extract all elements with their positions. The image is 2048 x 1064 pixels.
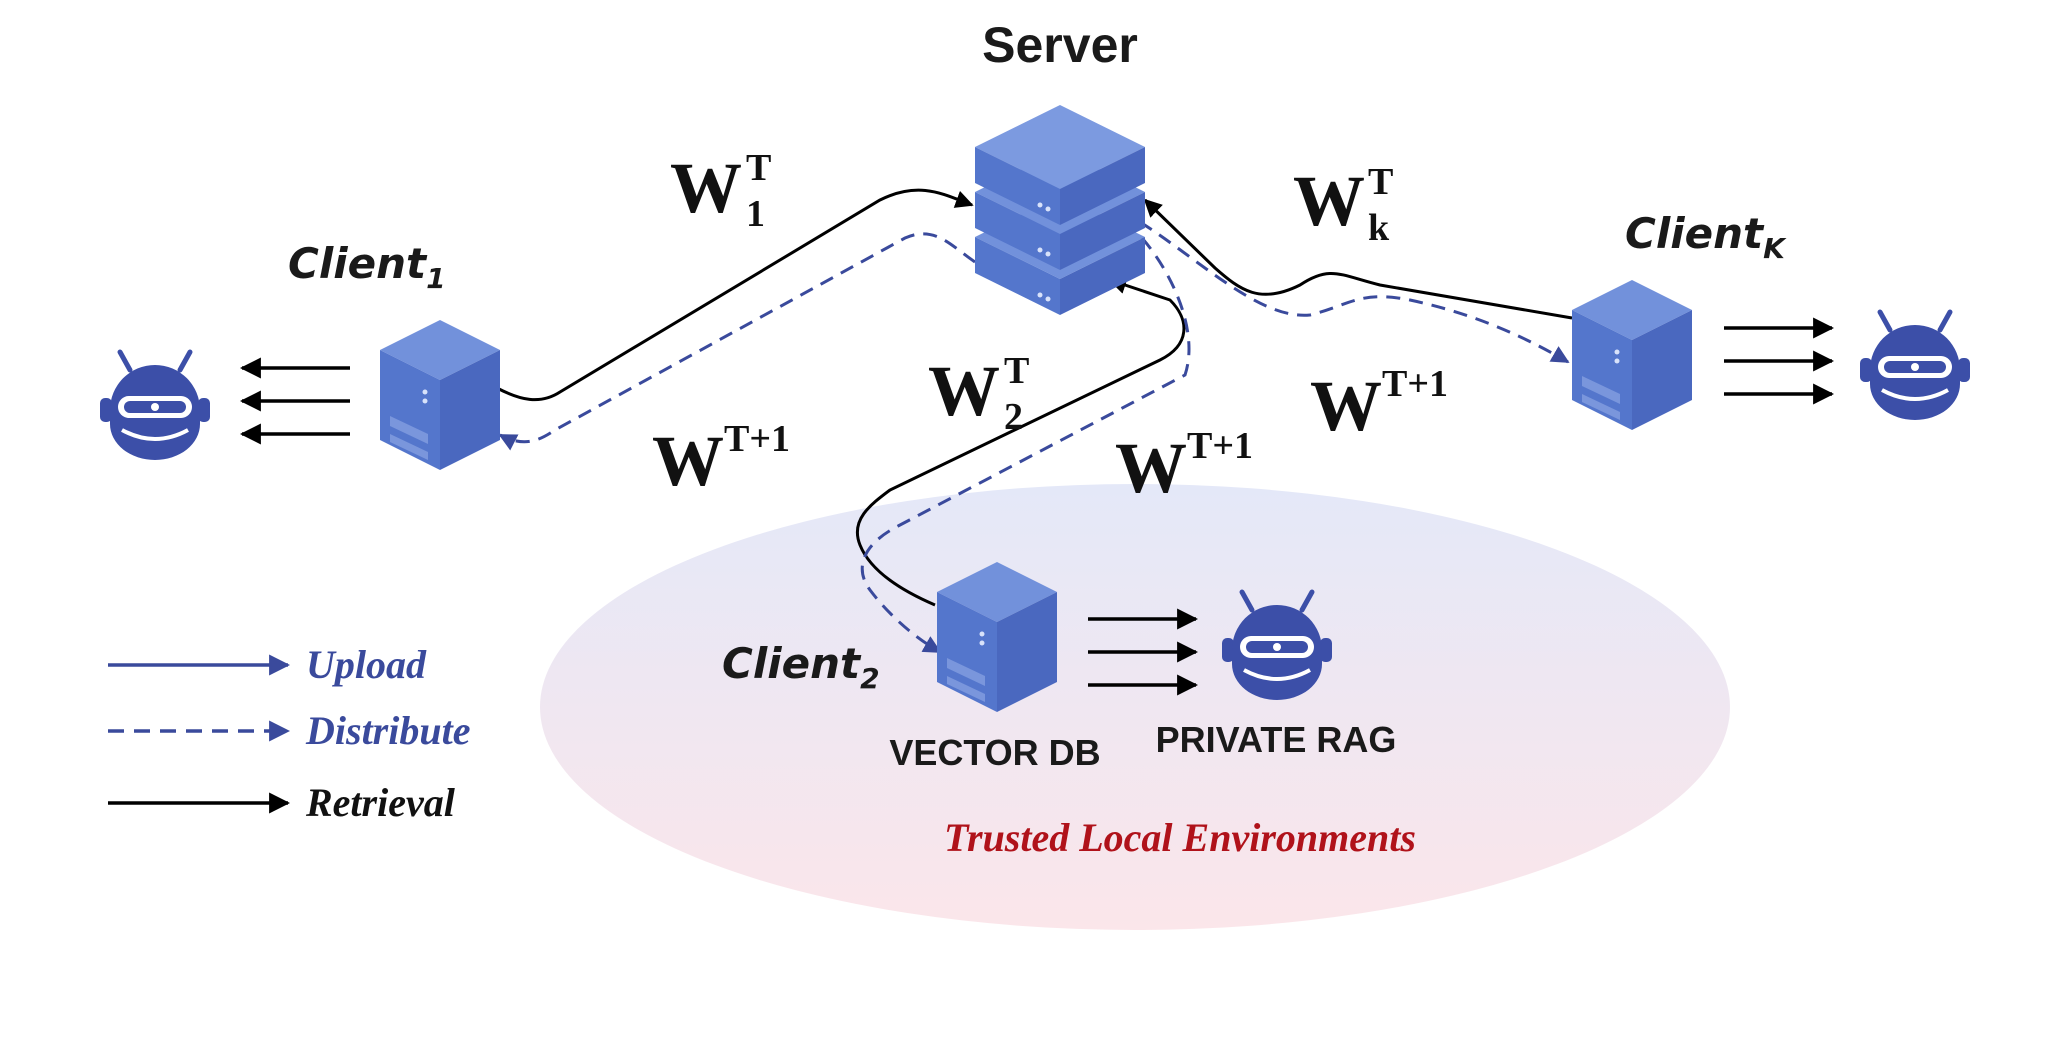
client1-retrieval-arrows xyxy=(239,357,350,445)
trusted-environments-label: Trusted Local Environments xyxy=(944,815,1416,860)
client2-upload-line xyxy=(855,276,1186,607)
client2-label: Client2 xyxy=(722,639,880,695)
private-rag-label: PRIVATE RAG xyxy=(1156,719,1397,760)
legend-upload-label: Upload xyxy=(306,642,427,687)
wk-sub: k xyxy=(1368,207,1390,249)
clientk-robot-icon xyxy=(1860,312,1970,420)
client2-vector-db-icon xyxy=(937,562,1057,712)
w1-sub: 1 xyxy=(746,193,765,235)
clientk-label: ClientK xyxy=(1625,209,1787,265)
legend-distribute-label: Distribute xyxy=(305,708,470,753)
client1-robot-icon xyxy=(100,352,210,460)
w-next-client2-label: WT+1 xyxy=(1115,425,1253,508)
clientk-distribute-line xyxy=(1139,220,1570,364)
wk-sup: T xyxy=(1368,161,1393,203)
w1-sup: T xyxy=(746,147,771,189)
w1-label: W xyxy=(670,148,742,228)
client1-label: Client1 xyxy=(288,239,446,295)
clientk-server-icon xyxy=(1572,280,1692,430)
w2-sup: T xyxy=(1004,350,1029,392)
legend: Upload Distribute Retrieval xyxy=(108,642,470,825)
client1-distribute-line xyxy=(498,232,976,451)
w2-sub: 2 xyxy=(1004,396,1023,438)
server-stack-icon xyxy=(975,105,1145,315)
w2-label: W xyxy=(928,351,1000,431)
client1-upload-line xyxy=(496,188,974,402)
w-next-client1-label: WT+1 xyxy=(652,418,790,501)
server-label: Server xyxy=(982,17,1138,73)
w-next-clientk-label: WT+1 xyxy=(1310,363,1448,446)
clientk-retrieval-arrows xyxy=(1724,317,1835,405)
wk-label: W xyxy=(1293,161,1365,241)
trusted-environment-region xyxy=(540,484,1730,930)
client1-server-icon xyxy=(380,320,500,470)
client2-retrieval-arrows xyxy=(1088,608,1199,696)
legend-retrieval-label: Retrieval xyxy=(305,780,456,825)
vector-db-label: VECTOR DB xyxy=(889,732,1100,773)
clientk-upload-line xyxy=(1143,198,1573,320)
